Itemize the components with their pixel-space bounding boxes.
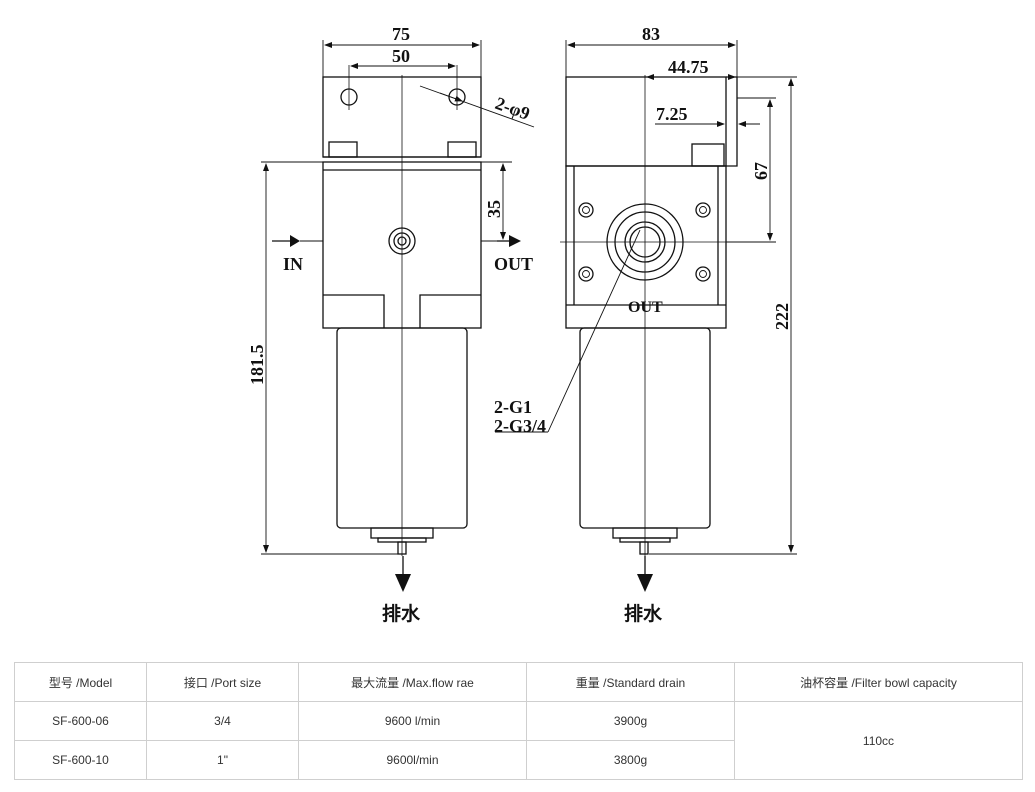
header-max-flow: 最大流量 /Max.flow rae <box>298 662 527 702</box>
outlet-label: OUT <box>494 254 533 274</box>
front-view: IN OUT 排水 <box>272 65 533 625</box>
cell-weight: 3800g <box>526 740 735 780</box>
cell-port: 1" <box>146 740 299 780</box>
inlet-label: IN <box>283 254 303 274</box>
table-header-row: 型号 /Model 接口 /Port size 最大流量 /Max.flow r… <box>14 662 1023 702</box>
dim-side-width: 83 <box>642 24 660 44</box>
cell-port: 3/4 <box>146 701 299 741</box>
spec-table: 型号 /Model 接口 /Port size 最大流量 /Max.flow r… <box>14 662 1023 780</box>
dim-hole-spacing: 50 <box>392 46 410 66</box>
dim-total-height: 222 <box>772 303 792 330</box>
cell-model: SF-600-10 <box>14 740 147 780</box>
header-bowl-capacity: 油杯容量 /Filter bowl capacity <box>734 662 1023 702</box>
thread-label-g34: 2-G3/4 <box>494 416 546 436</box>
dim-side-offset: 44.75 <box>668 57 709 77</box>
cell-flow: 9600 l/min <box>298 701 527 741</box>
cell-weight: 3900g <box>526 701 735 741</box>
drain-label-right: 排水 <box>624 602 663 625</box>
cell-model: SF-600-06 <box>14 701 147 741</box>
front-dimensions: 75 50 2-φ9 35 181.5 <box>247 24 535 555</box>
header-port-size: 接口 /Port size <box>146 662 299 702</box>
dim-side-67: 67 <box>751 162 771 180</box>
header-model: 型号 /Model <box>14 662 147 702</box>
dim-side-small: 7.25 <box>656 104 688 124</box>
drain-label-left: 排水 <box>382 602 421 625</box>
table-row: SF-600-10 1" 9600l/min 3800g <box>14 740 1023 780</box>
technical-drawing: IN OUT 排水 75 50 2-φ9 35 181.5 <box>247 24 797 625</box>
thread-label-g1: 2-G1 <box>494 397 532 417</box>
side-dimensions: 83 44.75 7.25 67 222 <box>565 24 797 555</box>
header-weight: 重量 /Standard drain <box>526 662 735 702</box>
cell-capacity: 110cc <box>734 701 1023 780</box>
side-outlet-label: OUT <box>628 299 663 316</box>
dim-front-height: 181.5 <box>247 345 267 386</box>
cell-flow: 9600l/min <box>298 740 527 780</box>
side-view: OUT 排水 2-G1 2-G3/4 <box>494 75 770 625</box>
dim-front-width: 75 <box>392 24 410 44</box>
dim-port-height: 35 <box>484 200 504 218</box>
table-row: SF-600-06 3/4 9600 l/min 3900g 110cc <box>14 701 1023 780</box>
